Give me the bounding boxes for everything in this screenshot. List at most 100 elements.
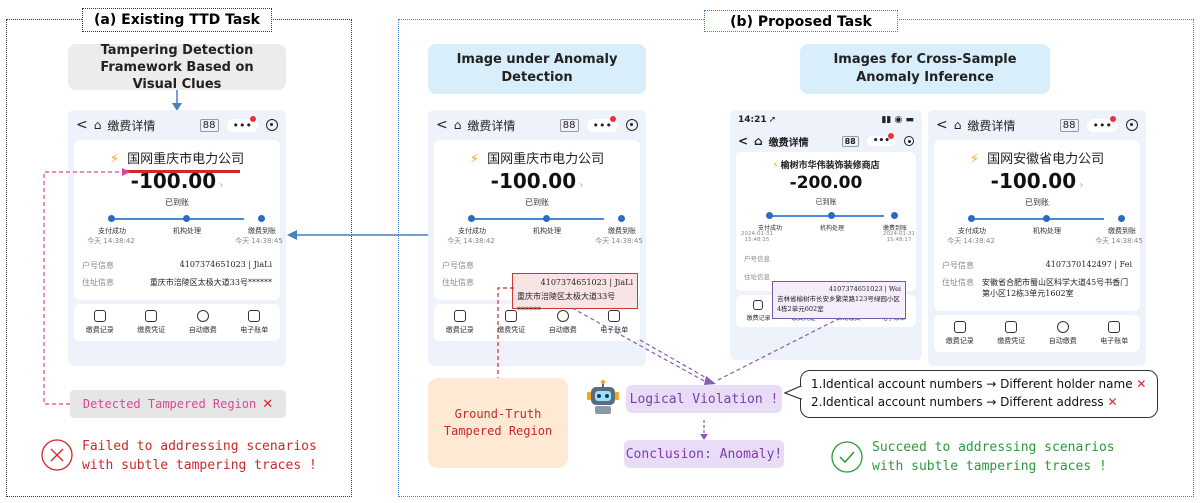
panel-a-title: (a) Existing TTD Task <box>82 8 272 32</box>
target-icon <box>626 119 638 131</box>
back-icon: < <box>76 117 88 133</box>
payment-card: ⚡榆树市华伟装饰装修商店 -200.00 已到账 支付成功 机构处理 缴费到账 … <box>736 152 916 291</box>
home-icon: ⌂ <box>453 118 462 132</box>
amount: -100.00 <box>490 169 577 193</box>
ground-truth-box: Ground-Truth Tampered Region <box>428 378 568 468</box>
phone-header: < ⌂ 缴费详情 88 ••• <box>68 110 286 140</box>
purple-connectors <box>571 307 841 440</box>
row-label: 住址信息 <box>744 273 770 281</box>
status-bar: 14:21➚ ▮▮ ◉ ▬ <box>738 115 914 125</box>
bottom-actions: 缴费记录 缴费凭证 自动缴费 电子账单 <box>74 304 280 341</box>
cross-icon: ✕ <box>262 396 274 412</box>
status-text: 已到账 <box>525 198 549 207</box>
cross-icon: ✕ <box>1107 395 1118 409</box>
phone-screenshot-4: < ⌂ 缴费详情 88 ••• ⚡国网安徽省电力公司 -100.00 › 已到账… <box>928 110 1146 366</box>
step-label: 机构处理 <box>533 227 561 235</box>
btn-label: 缴费记录 <box>445 326 474 334</box>
address-value: 重庆市涪陵区太极大道33号****** <box>149 278 272 287</box>
reasoning-bubble: 1.Identical account numbers → Different … <box>800 370 1158 418</box>
btn-label: 电子账单 <box>1100 337 1129 345</box>
phone-screenshot-2: < ⌂ 缴费详情 88 ••• ⚡国网重庆市电力公司 -100.00 › 已到账… <box>428 110 646 366</box>
failed-circle-icon <box>41 439 73 471</box>
step-time: 今天 14:38:42 <box>947 237 995 245</box>
step-time: 2024-01-31 15:48:15 <box>741 231 773 243</box>
more-icon: ••• <box>586 115 618 132</box>
voucher-icon <box>1005 321 1018 333</box>
detected-underline <box>126 170 240 173</box>
statusbar-time: 14:21 <box>738 115 767 125</box>
step-label: 缴费到账 <box>248 227 276 235</box>
auto-pay-icon <box>1056 321 1069 333</box>
record-icon <box>953 321 966 333</box>
framework-box: Tampering Detection Framework Based on V… <box>68 43 286 92</box>
payment-card: ⚡国网安徽省电力公司 -100.00 › 已到账 支付成功 机构处理 缴费到账 … <box>934 140 1143 311</box>
amount: -200.00 <box>789 173 863 193</box>
cross-label: Images for Cross-Sample Anomaly Inferenc… <box>833 52 1017 85</box>
qr-icon: 88 <box>199 118 219 132</box>
ground-truth-connector <box>497 287 514 378</box>
bolt-icon: ⚡ <box>469 152 480 167</box>
cross-sample-box: Images for Cross-Sample Anomaly Inferenc… <box>800 44 1050 94</box>
account-value: 4107374651023 | JiaLi <box>179 260 272 269</box>
bolt-icon: ⚡ <box>969 152 980 167</box>
success-check-icon <box>831 441 863 473</box>
home-icon: ⌂ <box>93 118 102 132</box>
bill-icon <box>248 310 261 322</box>
row-label: 住址信息 <box>82 278 114 287</box>
btn-label: 自动缴费 <box>548 326 577 334</box>
step-label: 机构处理 <box>173 227 201 235</box>
bubble-tail <box>784 386 802 400</box>
step-label: 缴费到账 <box>608 227 636 235</box>
company-name: 榆树市华伟装饰装修商店 <box>780 161 880 171</box>
success-text: Succeed to addressing scenarios with sub… <box>872 438 1115 476</box>
back-icon: < <box>436 117 448 133</box>
bill-icon <box>1108 321 1121 333</box>
btn-label: 电子账单 <box>240 326 269 334</box>
arrow-right-to-left <box>287 230 428 240</box>
btn-label: 自动缴费 <box>1048 337 1077 345</box>
btn-label: 电子账单 <box>600 326 629 334</box>
btn-label: 缴费凭证 <box>997 337 1026 345</box>
step-label: 机构处理 <box>1033 227 1061 235</box>
record-icon <box>93 310 106 322</box>
reason-1: 1.Identical account numbers → Different … <box>811 377 1133 391</box>
btn-label: 缴费记录 <box>746 315 771 322</box>
status-text: 已到账 <box>815 198 837 206</box>
amount: -100.00 <box>990 169 1077 193</box>
anomaly-detection-box: Image under Anomaly Detection <box>428 44 646 94</box>
reason-2: 2.Identical account numbers → Different … <box>811 395 1104 409</box>
row-label: 户号信息 <box>942 261 974 270</box>
record-icon <box>753 300 764 310</box>
bottom-actions: 缴费记录 缴费凭证 自动缴费 电子账单 <box>934 315 1140 352</box>
detected-box: Detected Tampered Region ✕ <box>70 390 286 418</box>
step-label: 机构处理 <box>819 225 844 232</box>
step-label: 缴费到账 <box>882 225 907 232</box>
btn-label: 缴费记录 <box>85 326 114 334</box>
bolt-icon: ⚡ <box>772 161 779 171</box>
address-value: 安徽省合肥市蜀山区科学大道45号书香门第小区12栋3单元1602室 <box>982 278 1129 298</box>
tampered-region-box: 4107374651023 | JiaLi 重庆市涪陵区太极大道33号*****… <box>512 273 638 315</box>
step-label: 支付成功 <box>98 227 126 235</box>
arrow-framework-to-phone <box>172 90 182 111</box>
step-label: 缴费到账 <box>1108 227 1136 235</box>
btn-label: 缴费记录 <box>945 337 974 345</box>
progress-steps: 支付成功 机构处理 缴费到账 今天 14:38:42 今天 14:38:45 <box>944 214 1143 250</box>
detected-connector <box>43 168 130 405</box>
btn-label: 缴费凭证 <box>497 326 526 334</box>
succ-line2: with subtle tampering traces ! <box>872 459 1107 474</box>
status-text: 已到账 <box>1025 198 1049 207</box>
phone-header: < ⌂ 缴费详情 88 ••• <box>928 110 1146 140</box>
phone3-info-box: 4107374651023 | Wei 吉林省榆树市长安乡繁荣路123号绿园小区… <box>772 281 906 319</box>
target-icon <box>904 136 914 146</box>
step-label: 支付成功 <box>958 227 986 235</box>
account-value: 4107374651023 | Wei <box>828 285 901 293</box>
conclusion-box: Conclusion: Anomaly! <box>624 440 784 468</box>
succ-line1: Succeed to addressing scenarios <box>872 440 1115 455</box>
step-time: 今天 14:38:45 <box>1095 237 1143 245</box>
info-section: 户号信息 住址信息 <box>736 241 916 291</box>
row-label: 户号信息 <box>442 261 474 270</box>
step-time: 今天 14:38:42 <box>447 237 495 245</box>
ground-truth-label: Ground-Truth Tampered Region <box>443 407 553 438</box>
company-name: 国网重庆市电力公司 <box>487 152 605 167</box>
